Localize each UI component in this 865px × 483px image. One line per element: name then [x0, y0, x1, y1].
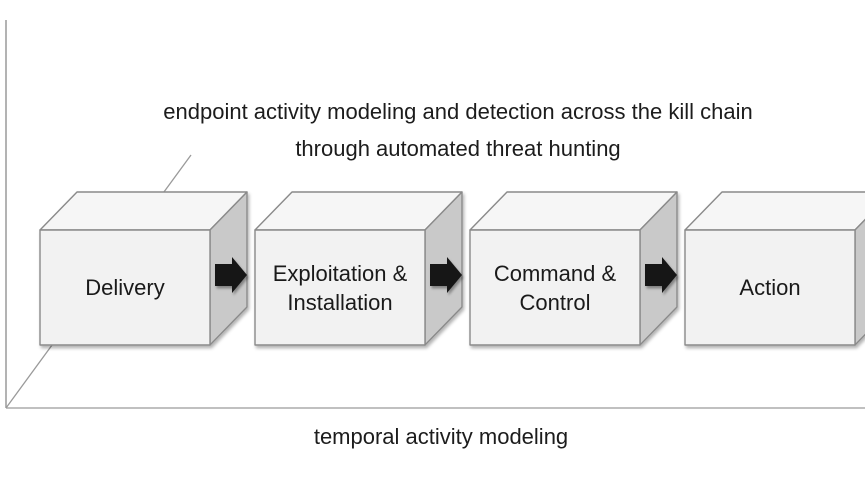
- flow-arrow-right-icon: [215, 257, 247, 293]
- flow-arrow-right-icon: [430, 257, 462, 293]
- diagram-title: endpoint activity modeling and detection…: [51, 93, 865, 167]
- stage-box-action: [684, 191, 865, 346]
- box-front-face: [684, 229, 856, 346]
- stage-label-exploitation-installation: Exploitation & Installation: [272, 260, 408, 315]
- stage-box-exploitation-installation: [254, 191, 463, 346]
- stage-label-delivery: Delivery: [85, 275, 165, 300]
- stage-box-delivery: [39, 191, 248, 346]
- diagram-title-line-1: endpoint activity modeling and detection…: [163, 99, 753, 124]
- stage-box-command-control: [469, 191, 678, 346]
- x-axis-label: temporal activity modeling: [313, 424, 569, 449]
- diagram-title-line-2: through automated threat hunting: [295, 136, 621, 161]
- stage-label-command-control: Command & Control: [493, 260, 617, 315]
- stage-label-action: Action: [739, 275, 801, 300]
- box-front-face: [469, 229, 641, 346]
- box-top-face: [684, 191, 865, 231]
- box-front-face: [39, 229, 211, 346]
- flow-arrow-right-icon: [645, 257, 677, 293]
- box-front-face: [254, 229, 426, 346]
